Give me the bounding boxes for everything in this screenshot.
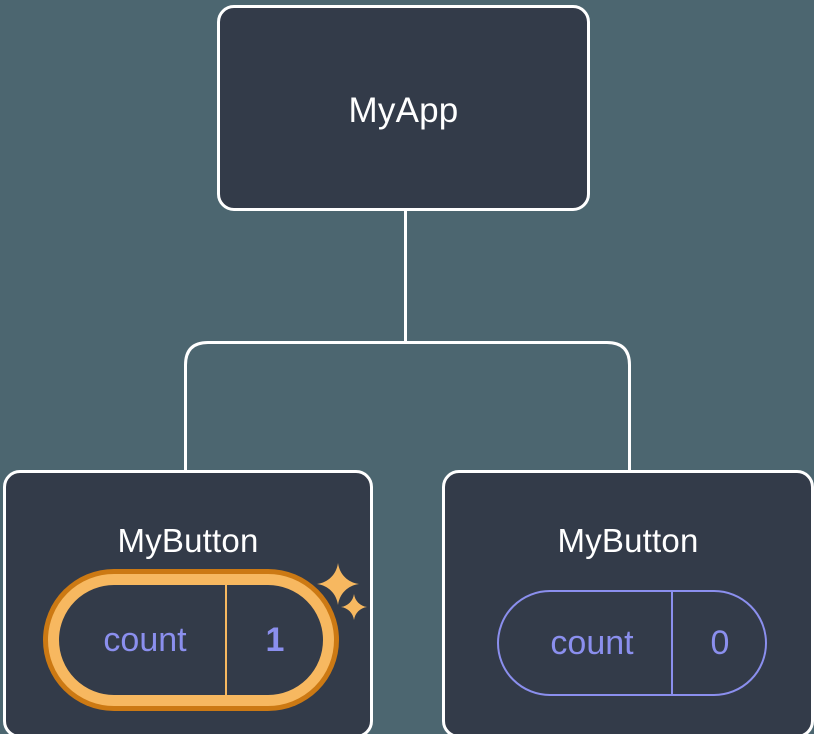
node-mybutton-left[interactable]: MyButton count 1: [3, 470, 373, 734]
node-myapp-label: MyApp: [348, 91, 459, 130]
edge-branch-bar: [184, 341, 631, 470]
node-mybutton-left-label: MyButton: [117, 522, 259, 559]
state-pill-key-right: count: [550, 623, 634, 662]
node-myapp[interactable]: MyApp: [217, 5, 590, 211]
state-pill-highlighted[interactable]: count 1: [48, 574, 334, 706]
state-pill-plain[interactable]: count 0: [497, 590, 767, 696]
node-mybutton-right-label: MyButton: [557, 522, 699, 559]
node-mybutton-right[interactable]: MyButton count 0: [442, 470, 814, 734]
state-pill-value-left: 1: [225, 585, 323, 695]
state-pill-value-right: 0: [671, 592, 767, 694]
state-pill-key-left: count: [103, 620, 187, 659]
